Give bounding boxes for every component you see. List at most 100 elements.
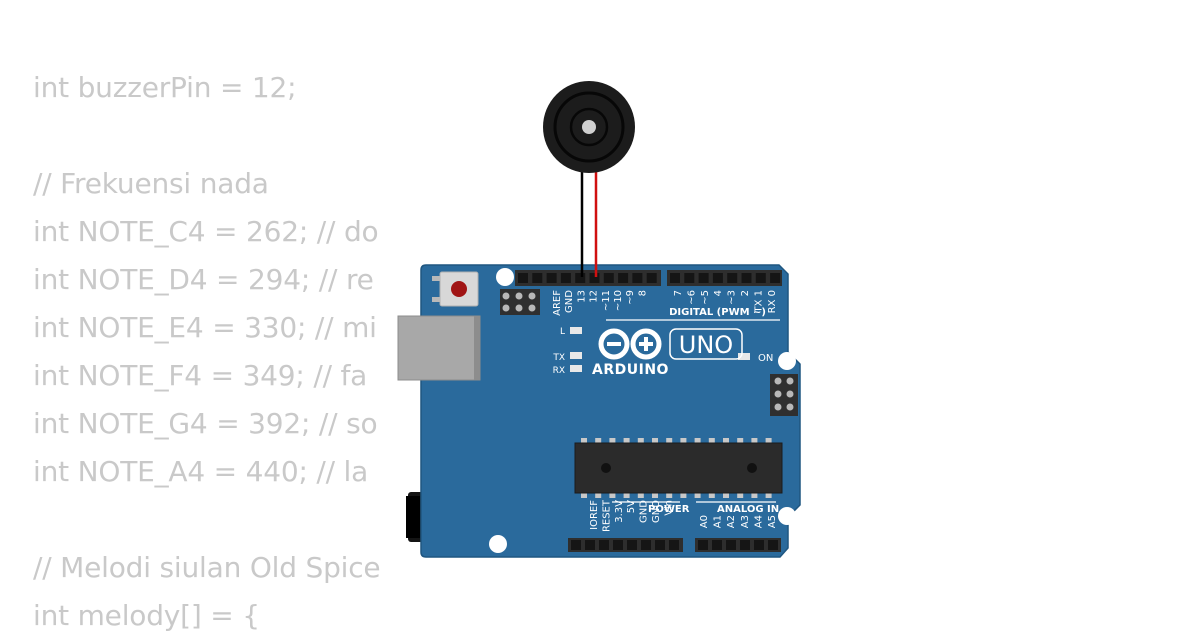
- code-line: // Frekuensi nada: [33, 167, 269, 200]
- pin-label: A3: [740, 515, 751, 528]
- uno-model-box: [669, 328, 743, 360]
- header-pin: [560, 273, 571, 283]
- header-pin: [727, 273, 738, 283]
- header-pin: [585, 540, 595, 550]
- header-pin: [571, 540, 581, 550]
- header-pin: [698, 273, 709, 283]
- led-on: ON: [738, 353, 773, 364]
- pin-label: 4: [713, 290, 724, 296]
- pin-label: RX 0: [767, 290, 778, 313]
- header-pin: [618, 273, 629, 283]
- icsp-header-top: [500, 289, 540, 315]
- pin-label: ~10: [613, 290, 624, 311]
- icsp-pin: [528, 292, 536, 300]
- pin-label: 2: [740, 290, 751, 296]
- pin-label: A1: [713, 515, 724, 528]
- header-pin: [768, 540, 778, 550]
- icsp-pin: [774, 403, 782, 411]
- uno-model-label: UNO: [679, 331, 733, 359]
- code-line: int NOTE_C4 = 262; // do: [33, 215, 379, 248]
- header-pin: [712, 273, 723, 283]
- code-line: int NOTE_F4 = 349; // fa: [33, 359, 368, 392]
- header-pin: [599, 540, 609, 550]
- header-pin: [532, 273, 543, 283]
- pin-label: 12: [589, 290, 600, 303]
- icsp-pin: [515, 292, 523, 300]
- svg-text:TX: TX: [552, 353, 565, 363]
- digital-header-right: [667, 270, 782, 286]
- mounting-hole: [778, 352, 796, 370]
- pin-label: ~3: [727, 290, 738, 305]
- svg-text:RX: RX: [553, 366, 565, 376]
- header-pin: [770, 273, 781, 283]
- pin-label: ~9: [625, 290, 636, 305]
- pin-label: A2: [726, 515, 737, 528]
- header-pin: [603, 273, 614, 283]
- icsp-header-right: [770, 374, 798, 416]
- pin-label: RESET: [601, 499, 612, 532]
- pin-label: 3.3V: [614, 500, 625, 523]
- code-editor-text: int buzzerPin = 12; // Frekuensi nada int …: [33, 64, 381, 640]
- code-line: int NOTE_G4 = 392; // so: [33, 407, 378, 440]
- icsp-pin: [502, 304, 510, 312]
- pin-label: IOREF: [589, 500, 600, 530]
- digital-pwm-label: DIGITAL (PWM ~): [669, 307, 766, 318]
- pin-label: A0: [699, 515, 710, 528]
- header-pin: [546, 273, 557, 283]
- header-pin: [698, 540, 708, 550]
- usb-connector: [397, 315, 481, 381]
- pin-label: GND: [639, 500, 650, 523]
- icsp-pin: [774, 377, 782, 385]
- mounting-hole: [489, 535, 507, 553]
- pin-label: 8: [637, 290, 648, 296]
- led-tx: TX: [552, 352, 582, 363]
- header-pin: [632, 273, 643, 283]
- icsp-pin: [786, 403, 794, 411]
- pin-label: Vin: [663, 500, 674, 516]
- pin-label: ~6: [686, 290, 697, 305]
- mounting-hole: [778, 507, 796, 525]
- header-pin: [518, 273, 528, 283]
- icsp-pin: [515, 304, 523, 312]
- led-rx: RX: [553, 365, 582, 376]
- icsp-pin: [774, 390, 782, 398]
- analog-section-label: ANALOG IN: [717, 504, 779, 515]
- code-line: int buzzerPin = 12;: [33, 71, 297, 104]
- pin-label: 5V: [626, 500, 637, 513]
- code-line: // Melodi siulan Old Spice: [33, 551, 381, 584]
- header-pin: [670, 273, 680, 283]
- header-pin: [627, 540, 637, 550]
- led-l: L: [560, 327, 582, 337]
- pin-label: 7: [673, 290, 684, 296]
- header-pin: [712, 540, 722, 550]
- analog-header: [695, 538, 781, 552]
- header-pin: [684, 273, 695, 283]
- code-line: int NOTE_A4 = 440; // la: [33, 455, 369, 488]
- pin-label: A4: [753, 515, 764, 528]
- icsp-pin: [786, 390, 794, 398]
- code-line: int melody[] = {: [33, 599, 260, 632]
- icsp-pin: [502, 292, 510, 300]
- pin-label: A5: [767, 515, 778, 528]
- header-pin: [575, 273, 586, 283]
- pin-label: GND: [564, 290, 575, 313]
- digital-header-left: [515, 270, 661, 286]
- mounting-hole: [496, 268, 514, 286]
- pin-label: TX 1: [753, 290, 764, 314]
- icsp-pin: [528, 304, 536, 312]
- power-section-label: POWER: [648, 504, 690, 515]
- reset-button[interactable]: [432, 271, 479, 307]
- header-pin: [655, 540, 665, 550]
- arduino-wordmark: ARDUINO: [592, 362, 669, 378]
- atmega-chip: [574, 438, 783, 498]
- code-line: int NOTE_D4 = 294; // re: [33, 263, 374, 296]
- pin-label: AREF: [552, 290, 563, 316]
- pin-label: GND: [651, 500, 662, 523]
- svg-text:L: L: [560, 327, 565, 337]
- arduino-logo-icon: [598, 328, 662, 360]
- header-pin: [669, 540, 679, 550]
